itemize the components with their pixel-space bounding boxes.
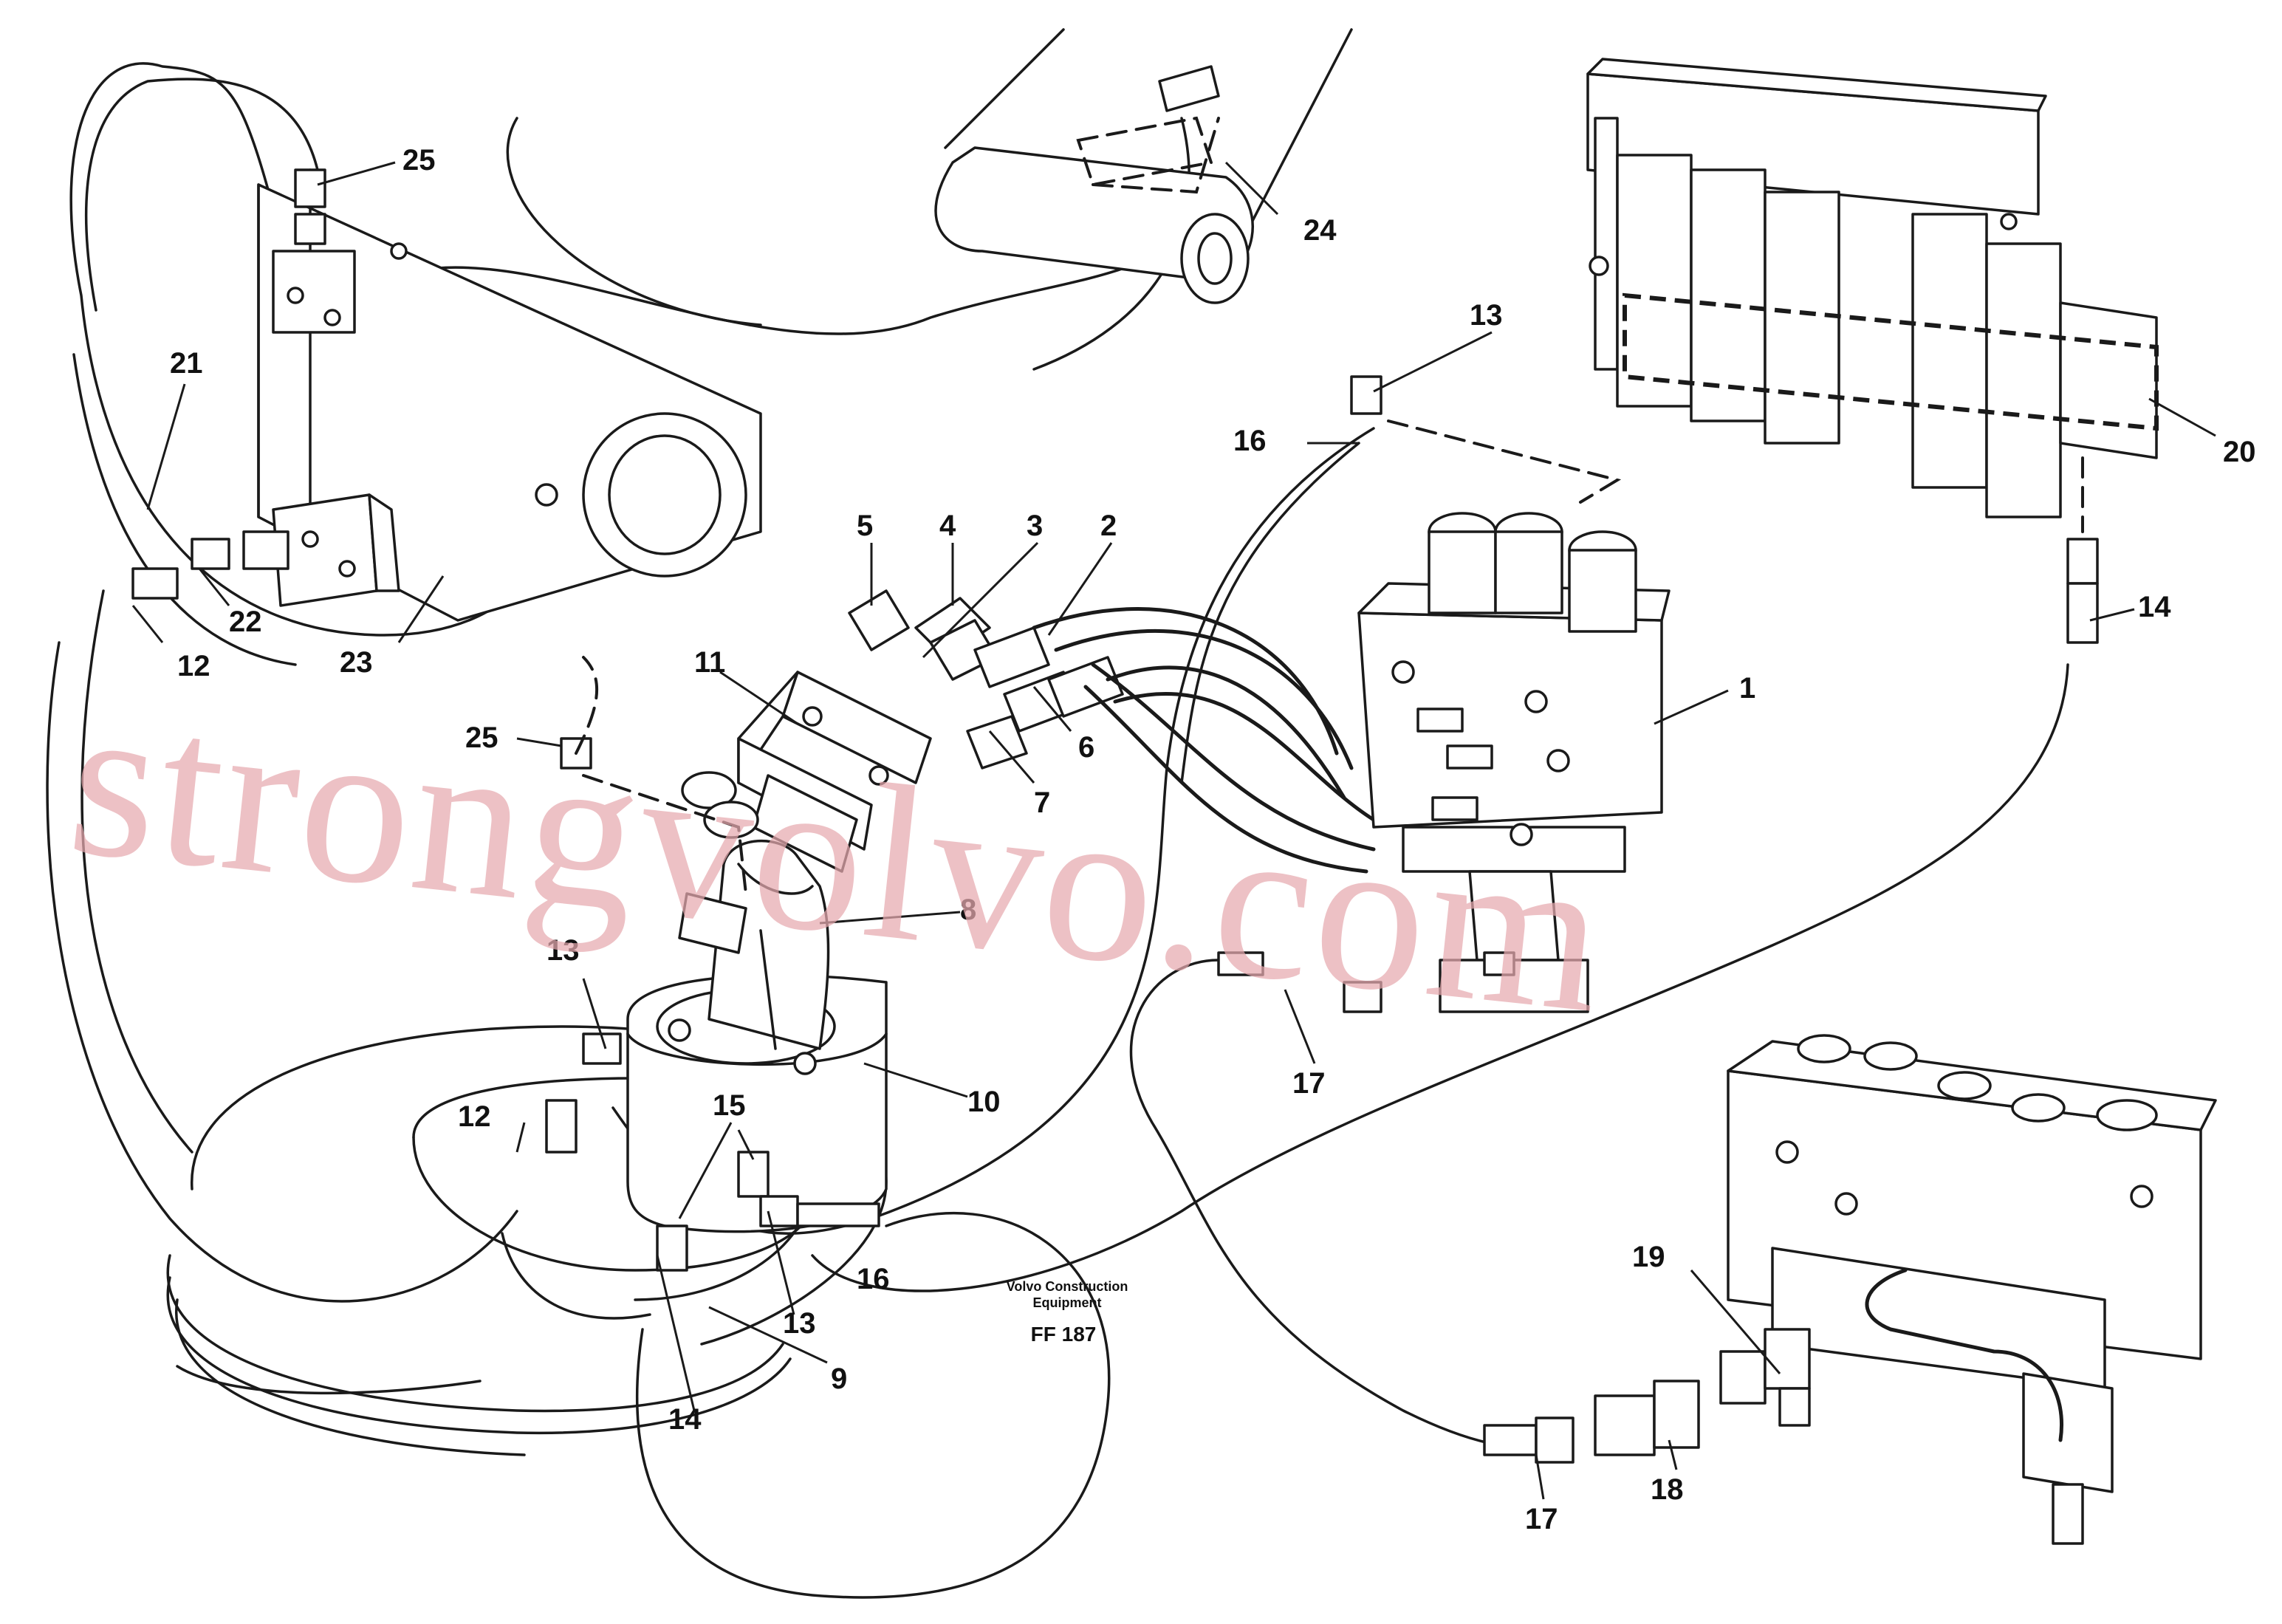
callout-10: 10: [967, 1086, 1001, 1118]
caption-company-line2: Equipment: [1033, 1295, 1102, 1310]
callout-24: 24: [1303, 214, 1337, 247]
callout-16-lower: 16: [857, 1263, 890, 1295]
callout-9: 9: [831, 1363, 847, 1395]
caption-company: Volvo Construction: [1007, 1279, 1128, 1294]
callout-25-top: 25: [402, 144, 436, 177]
callout-14-lower: 14: [668, 1403, 702, 1436]
control-valve: [1357, 512, 1671, 1013]
callout-3: 3: [1027, 510, 1043, 542]
callout-17-lower: 17: [1525, 1503, 1558, 1535]
callout-16-top: 16: [1233, 425, 1267, 457]
callout-15: 15: [713, 1089, 746, 1122]
callout-13-top: 13: [1470, 299, 1503, 332]
leader-lines: [131, 161, 2216, 1500]
motor-column: [678, 839, 830, 1050]
callout-23: 23: [340, 646, 373, 679]
callout-11: 11: [694, 646, 725, 679]
callout-18: 18: [1651, 1473, 1684, 1506]
callout-25-mid: 25: [465, 722, 498, 754]
brake-valve-block: [681, 671, 932, 873]
hose-outlines: [46, 62, 2069, 1599]
callout-13-motor: 13: [546, 934, 580, 967]
callout-19: 19: [1632, 1241, 1665, 1273]
dashed-connections: [575, 419, 2084, 895]
callout-17-mid: 17: [1292, 1067, 1326, 1100]
callout-8: 8: [960, 894, 976, 926]
tank-valves: [131, 213, 400, 607]
callout-2: 2: [1100, 510, 1117, 542]
hose-fittings: [294, 168, 2099, 1272]
callout-labels: 1 2 3 4 5 6 7 8 9 10 11 12 12 13 13 13 1…: [170, 144, 2256, 1535]
callout-12-base: 12: [458, 1100, 491, 1133]
callout-14-right: 14: [2138, 591, 2171, 623]
callout-21: 21: [170, 347, 203, 380]
couplings: [1483, 1328, 1811, 1464]
pilot-hoses: [1032, 607, 1376, 874]
boom-arm: [934, 28, 1353, 304]
callout-13-lower: 13: [783, 1307, 816, 1340]
callout-5: 5: [857, 510, 873, 542]
callout-12-left: 12: [177, 650, 210, 682]
callout-6: 6: [1078, 731, 1094, 764]
callout-7: 7: [1034, 787, 1050, 819]
callout-4: 4: [939, 510, 956, 542]
caption-block: Volvo Construction Equipment FF 187: [1007, 1279, 1128, 1346]
callout-20: 20: [2223, 436, 2256, 468]
secondary-valve: [1727, 1034, 2217, 1545]
callout-1: 1: [1739, 672, 1755, 705]
figure-code: FF 187: [1031, 1323, 1097, 1346]
callout-22: 22: [229, 606, 262, 638]
main-valve-bank: [1586, 58, 2159, 518]
